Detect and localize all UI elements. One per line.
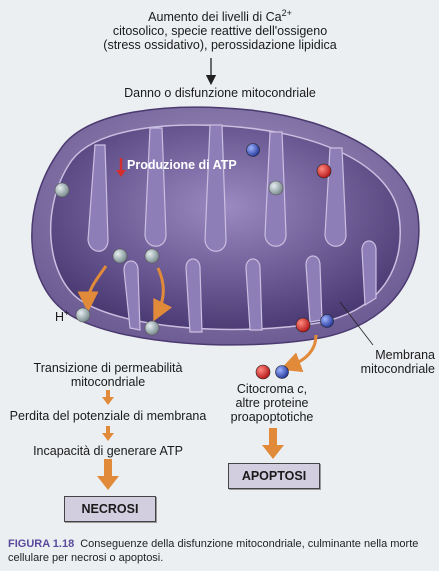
trigger-text: Aumento dei livelli di Ca2+ citosolico, … xyxy=(60,6,380,52)
cristae xyxy=(87,124,377,333)
blue-protein-1 xyxy=(246,143,260,157)
released-hplus-ion xyxy=(75,307,91,323)
orange-arrow-mid xyxy=(153,267,173,322)
atp-decrease-arrow-icon xyxy=(116,158,126,177)
released-grey-ion xyxy=(144,320,160,336)
released-red-protein xyxy=(255,364,271,380)
orange-arrow-right xyxy=(280,334,318,373)
necrosis-box: NECROSI xyxy=(64,496,156,522)
permeability-transition-text: Transizione di permeabilità mitocondrial… xyxy=(33,361,183,389)
trigger-line1: Aumento dei livelli di Ca xyxy=(148,10,282,25)
cytochrome-text: Citocroma c, altre proteine proapoptotic… xyxy=(230,382,314,424)
red-protein-1 xyxy=(316,163,332,179)
blue-protein-2 xyxy=(320,314,334,328)
red-protein-2 xyxy=(295,317,311,333)
left-path-arrows xyxy=(97,390,119,490)
released-blue-protein xyxy=(275,365,289,379)
membrane-label: Membrana mitocondriale xyxy=(360,348,435,376)
atp-failure-text: Incapacità di generare ATP xyxy=(33,444,183,458)
orange-arrow-left xyxy=(77,265,108,313)
right-path-arrow xyxy=(262,428,284,459)
apoptosis-box: APOPTOSI xyxy=(228,463,320,489)
membrane-potential-loss-text: Perdita del potenziale di membrana xyxy=(9,409,207,423)
atp-production-label: Produzione di ATP xyxy=(127,158,237,172)
damage-label: Danno o disfunzione mitocondriale xyxy=(124,86,316,100)
grey-ion-3 xyxy=(144,248,160,264)
grey-ion-1 xyxy=(54,182,70,198)
hplus-label: H+ xyxy=(55,308,70,325)
trigger-line3: (stress ossidativo), perossidazione lipi… xyxy=(103,38,337,53)
trigger-line2: citosolico, specie reattive dell'ossigen… xyxy=(112,24,328,39)
membrane-leader-line xyxy=(339,301,374,346)
figure-number: FIGURA 1.18 xyxy=(8,538,75,550)
caption-text: Conseguenze della disfunzione mitocondri… xyxy=(8,538,419,564)
grey-ion-2 xyxy=(112,248,128,264)
calcium-superscript: 2+ xyxy=(281,8,292,18)
grey-ion-4 xyxy=(268,180,284,196)
